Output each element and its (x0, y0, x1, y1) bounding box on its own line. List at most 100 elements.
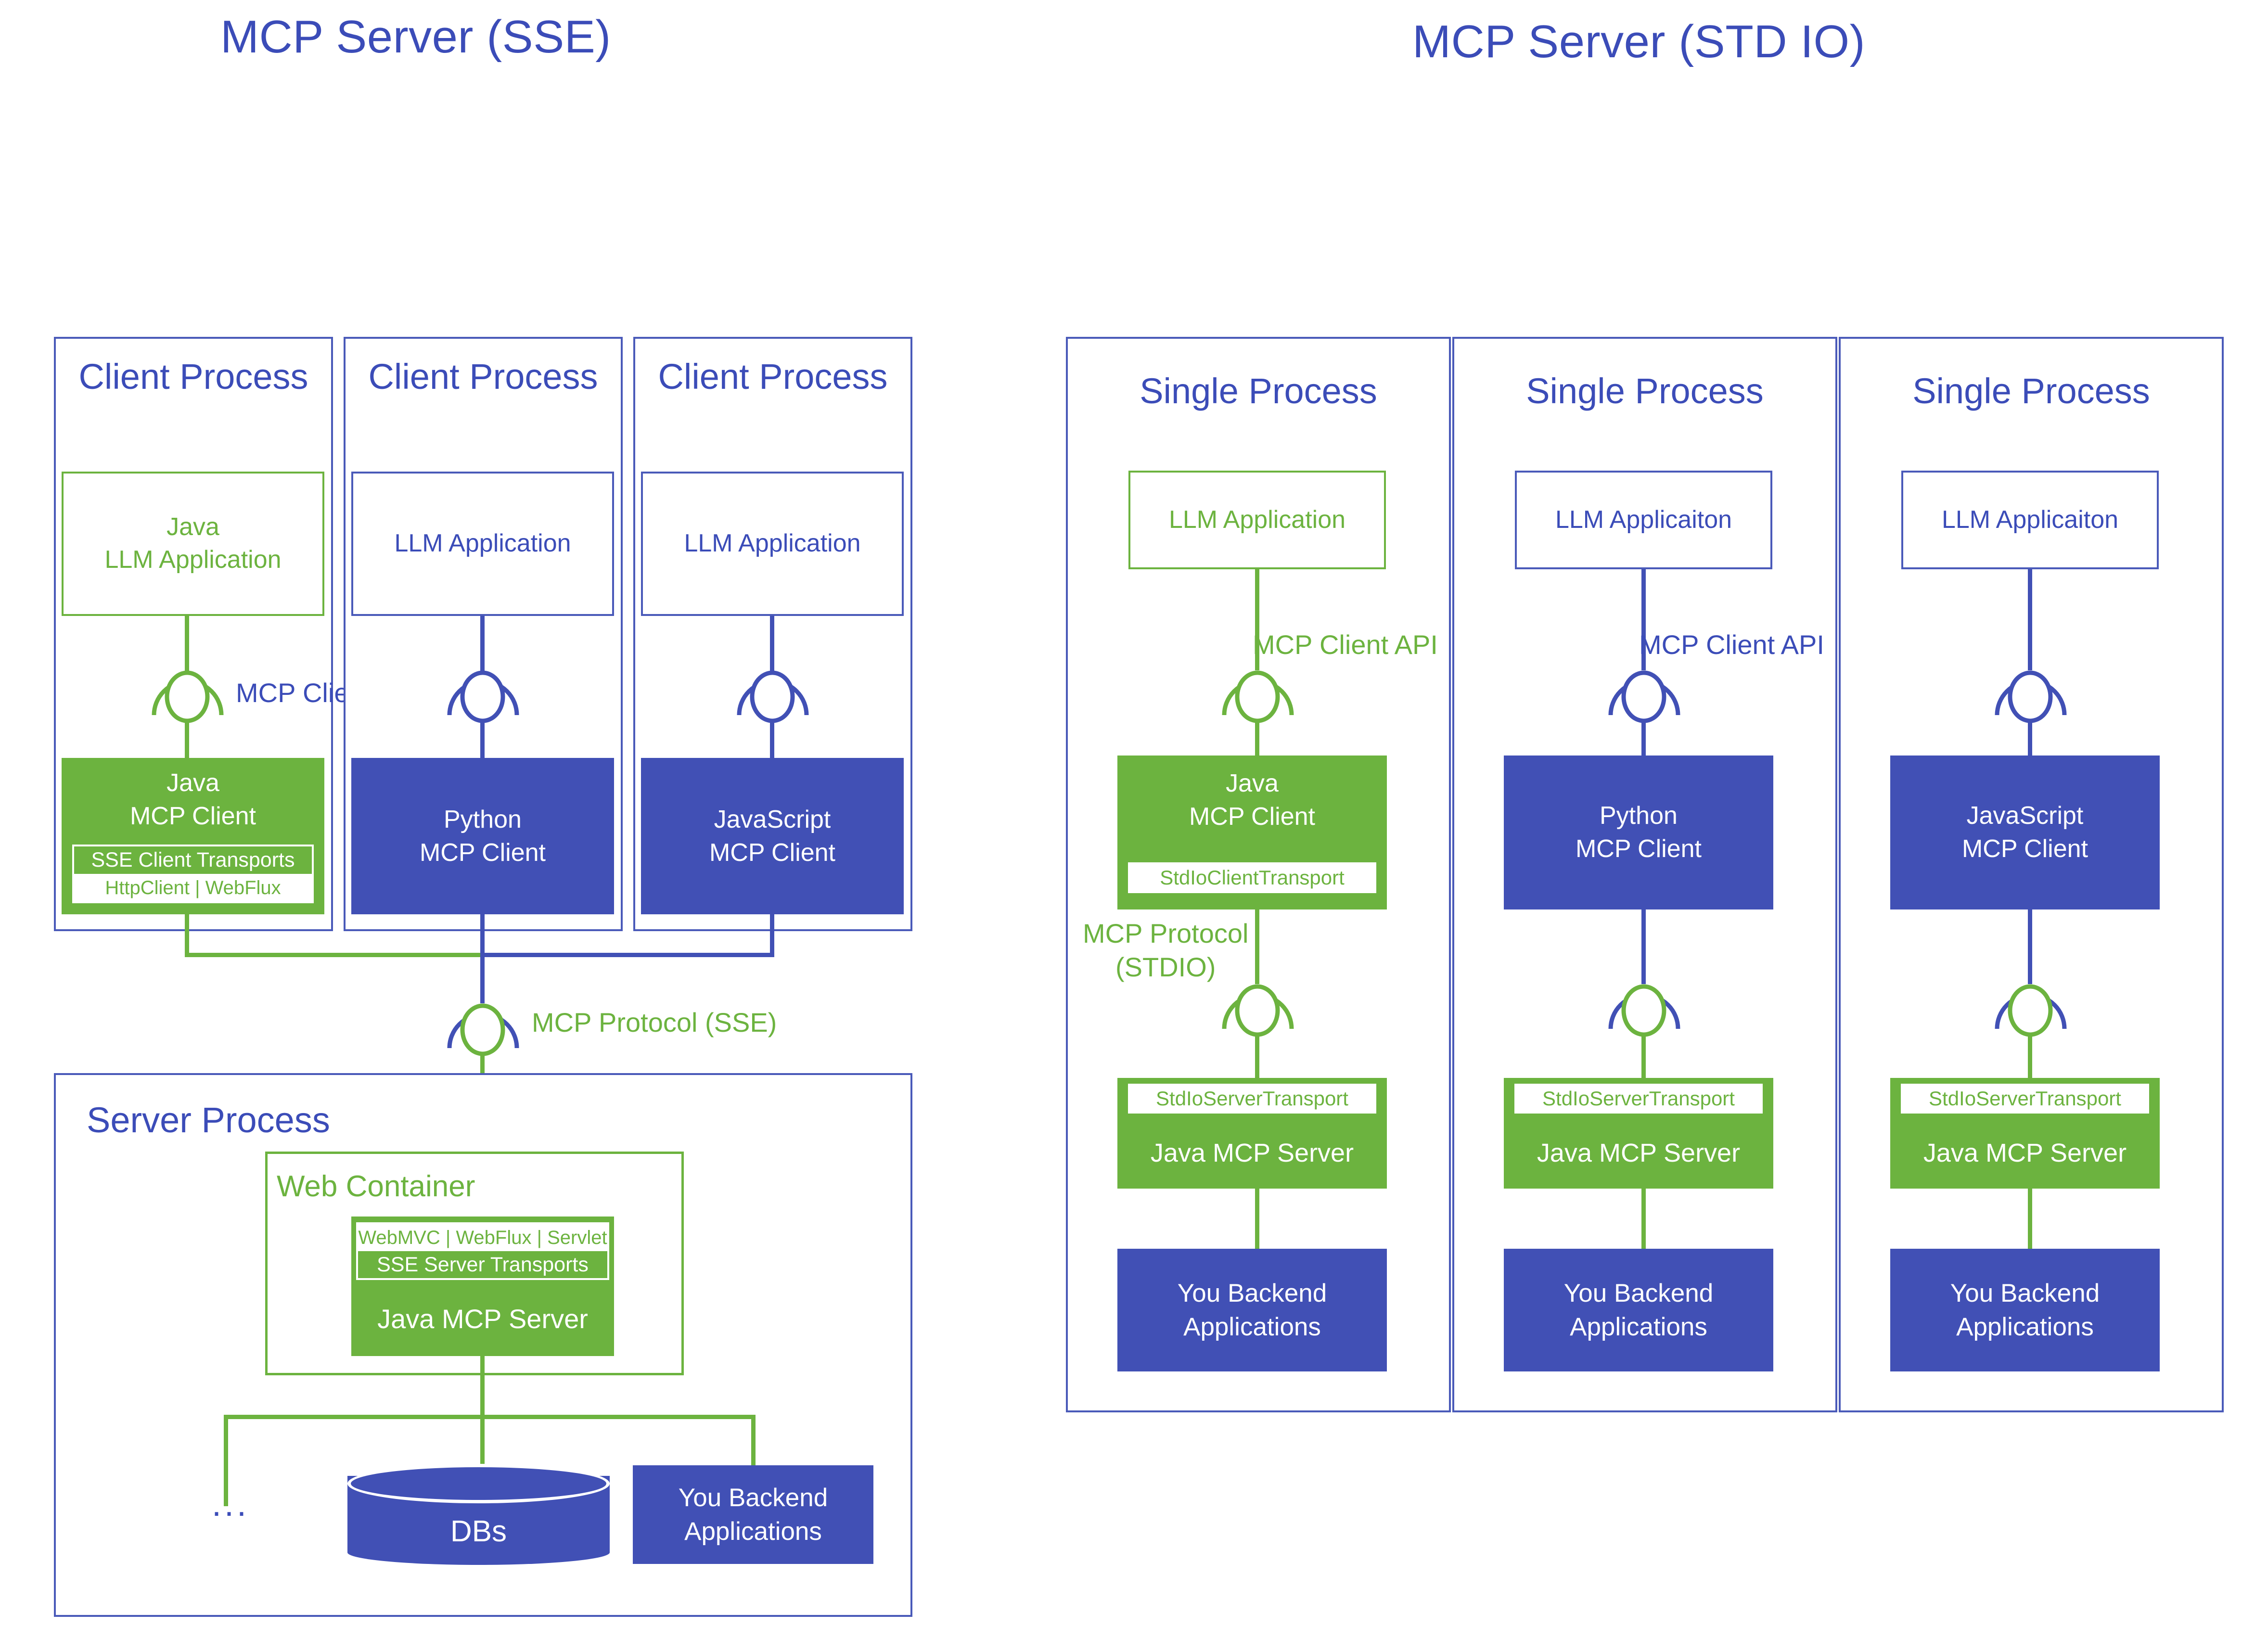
stdio-protocol-line-3a (2028, 909, 2032, 984)
stdio-api-line-2b (1641, 712, 1646, 760)
sse-connector-line-2b (480, 717, 485, 758)
stdio-protocol-line-3b (2028, 1034, 2032, 1082)
sse-db-top (347, 1464, 610, 1503)
stdio-java-mcp-client-1-line1: Java (1226, 769, 1279, 797)
stdio-java-mcp-server-1-label: Java MCP Server (1150, 1138, 1354, 1167)
stdio-mcp-protocol-socket-2 (1608, 984, 1680, 1037)
sse-fanout-left-drop (224, 1415, 228, 1506)
sse-backend-applications: You Backend Applications (633, 1465, 873, 1564)
stdio-java-mcp-server-2-label: Java MCP Server (1537, 1138, 1741, 1167)
stdio-server-backend-line-1 (1255, 1189, 1259, 1251)
stdio-mcp-client-api-socket-2 (1608, 670, 1680, 723)
stdio-python-mcp-client-line2: MCP Client (1575, 835, 1702, 863)
stdio-javascript-mcp-client: JavaScript MCP Client (1890, 756, 2160, 909)
sse-client-transport-group: SSE Client Transports HttpClient | WebFl… (72, 845, 314, 903)
stdio-mcp-client-api-label-2: MCP Client API (1639, 629, 1824, 660)
sse-python-mcp-client-line1: Python (444, 805, 522, 833)
stdio-server-backend-line-2 (1641, 1189, 1646, 1251)
stdio-llm-application-2: LLM Applicaiton (1515, 471, 1772, 569)
sse-client-transport-impls: HttpClient | WebFlux (74, 874, 312, 901)
sse-mcp-protocol-socket (447, 1003, 519, 1056)
sse-connector-line-3a (770, 616, 774, 673)
sse-client-transports-label: SSE Client Transports (74, 846, 312, 874)
stdio-mcp-client-api-socket-1 (1222, 670, 1294, 723)
sse-more-indicator: ... (212, 1485, 250, 1524)
sse-server-transports-label: SSE Server Transports (358, 1251, 607, 1278)
sse-llm-application-3: LLM Application (641, 472, 904, 616)
stdio-llm-application-3-label: LLM Applicaiton (1941, 505, 2119, 534)
sse-javascript-mcp-client-line2: MCP Client (709, 838, 835, 867)
sse-llm-application-2-label: LLM Application (394, 529, 571, 558)
sse-server-fanout-bus (224, 1415, 756, 1419)
stdio-java-mcp-server-3-label: Java MCP Server (1923, 1138, 2127, 1167)
stdio-single-process-2-label: Single Process (1526, 371, 1764, 411)
stdio-api-line-1a (1255, 569, 1259, 670)
stdio-mcp-protocol-label-1-line2: (STDIO) (1115, 952, 1216, 982)
sse-llm-application-3-label: LLM Application (684, 529, 861, 558)
sse-connector-line-1a (185, 616, 189, 673)
stdio-javascript-mcp-client-line1: JavaScript (1966, 802, 2084, 830)
sse-connector-line-1b (185, 717, 189, 758)
stdio-protocol-line-1b (1255, 1034, 1259, 1082)
sse-llm-application-1-line1: Java (167, 513, 219, 541)
sse-db-label: DBs (450, 1515, 507, 1548)
stdio-llm-application-2-label: LLM Applicaiton (1555, 505, 1732, 534)
sse-java-mcp-client-line1: Java (167, 769, 219, 797)
stdio-server-backend-line-3 (2028, 1189, 2032, 1251)
sse-java-mcp-client-line2: MCP Client (129, 802, 256, 830)
sse-java-mcp-server-label: Java MCP Server (377, 1304, 588, 1334)
sse-server-drop (480, 1356, 485, 1419)
sse-bus-drop-1 (185, 914, 189, 957)
panel-title-sse: MCP Server (SSE) (220, 11, 611, 63)
stdio-api-line-3a (2028, 569, 2032, 670)
stdio-server-transport-2: StdIoServerTransport (1514, 1084, 1763, 1114)
sse-web-container (265, 1152, 684, 1375)
stdio-backend-applications-1-line2: Applications (1183, 1312, 1321, 1341)
stdio-backend-applications-2-line1: You Backend (1563, 1279, 1714, 1307)
sse-llm-application-1-line2: LLM Application (104, 546, 282, 574)
stdio-mcp-client-api-socket-3 (1995, 670, 2067, 723)
sse-llm-application-2: LLM Application (351, 472, 614, 616)
sse-connector-line-3b (770, 717, 774, 758)
sse-mcp-client-api-socket-2 (447, 670, 519, 723)
sse-mcp-client-api-socket-3 (737, 670, 809, 723)
sse-javascript-mcp-client-line1: JavaScript (714, 805, 831, 833)
stdio-llm-application-3: LLM Applicaiton (1901, 471, 2159, 569)
stdio-mcp-client-api-label-1: MCP Client API (1253, 629, 1438, 660)
sse-bus-drop-2 (480, 914, 485, 1003)
sse-client-process-2-label: Client Process (368, 357, 598, 397)
sse-server-transport-group: WebMVC | WebFlux | Servlet SSE Server Tr… (356, 1222, 609, 1280)
stdio-backend-applications-3-line1: You Backend (1950, 1279, 2100, 1307)
stdio-mcp-protocol-label-1-line1: MCP Protocol (1083, 918, 1249, 948)
sse-llm-application-1: Java LLM Application (62, 472, 324, 616)
sse-bus-drop-3 (770, 914, 774, 957)
sse-javascript-mcp-client: JavaScript MCP Client (641, 758, 904, 914)
sse-server-process-label: Server Process (87, 1100, 330, 1140)
stdio-backend-applications-2-line2: Applications (1570, 1312, 1707, 1341)
stdio-llm-application-1: LLM Application (1128, 471, 1386, 569)
stdio-api-line-1b (1255, 712, 1259, 760)
stdio-api-line-3b (2028, 712, 2032, 760)
stdio-protocol-line-2b (1641, 1034, 1646, 1082)
sse-backend-applications-line1: You Backend (678, 1483, 828, 1512)
sse-mcp-protocol-label: MCP Protocol (SSE) (532, 1007, 777, 1037)
sse-web-container-label: Web Container (277, 1170, 475, 1203)
stdio-single-process-3-label: Single Process (1912, 371, 2150, 411)
sse-client-process-3-label: Client Process (658, 357, 888, 397)
stdio-mcp-protocol-label-1: MCP Protocol (STDIO) (1083, 917, 1248, 984)
stdio-backend-applications-1: You Backend Applications (1117, 1249, 1387, 1371)
stdio-backend-applications-1-line1: You Backend (1177, 1279, 1327, 1307)
sse-bus-h-green (185, 953, 486, 957)
stdio-api-line-2a (1641, 569, 1646, 670)
sse-python-mcp-client-line2: MCP Client (419, 838, 546, 867)
sse-fanout-db-drop (480, 1415, 485, 1468)
stdio-backend-applications-3: You Backend Applications (1890, 1249, 2160, 1371)
sse-fanout-backend-drop (751, 1415, 756, 1468)
stdio-protocol-line-2a (1641, 909, 1646, 984)
stdio-single-process-1-label: Single Process (1140, 371, 1377, 411)
sse-python-mcp-client: Python MCP Client (351, 758, 614, 914)
sse-server-transport-impls: WebMVC | WebFlux | Servlet (358, 1224, 607, 1251)
stdio-python-mcp-client-line1: Python (1600, 802, 1678, 830)
sse-db-cylinder: DBs (347, 1464, 610, 1565)
